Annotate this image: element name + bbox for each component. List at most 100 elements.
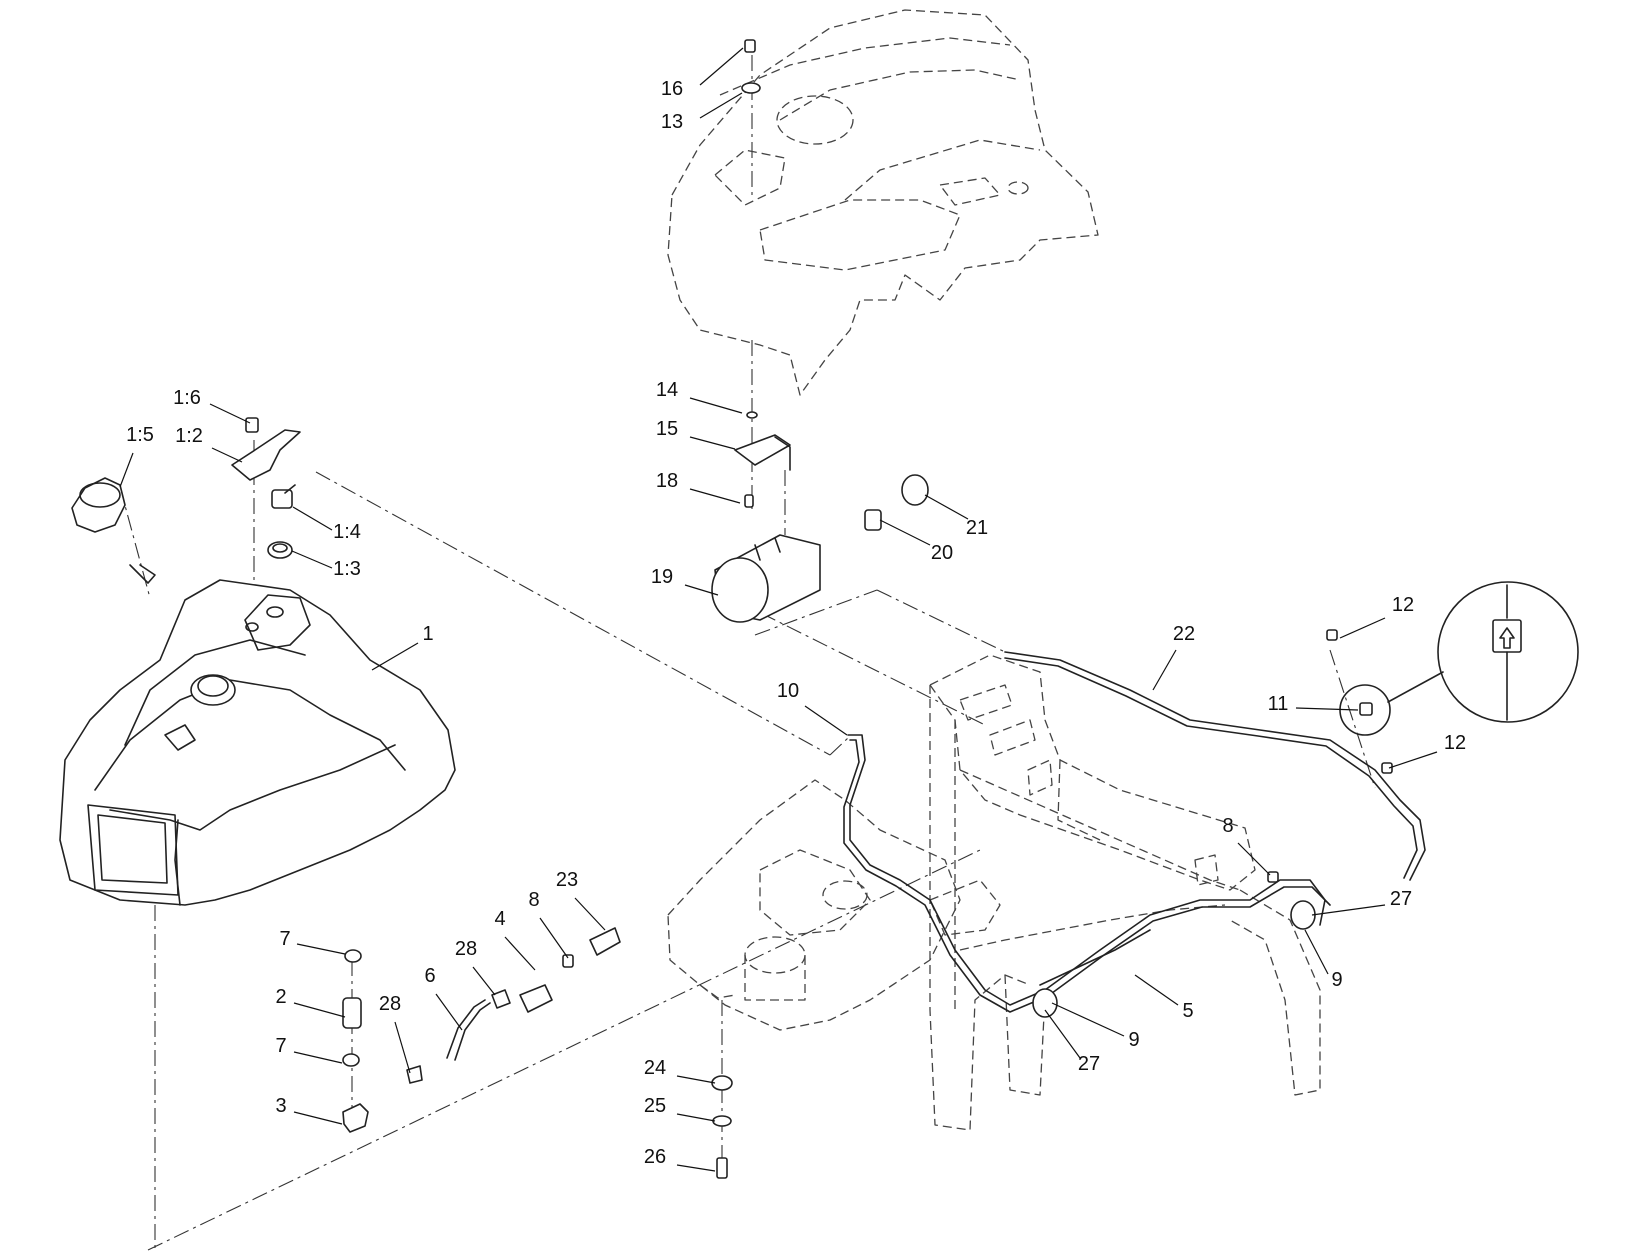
callout-number: 19	[651, 566, 673, 588]
fuel-lines	[843, 651, 1426, 1013]
callout-number: 1:6	[173, 387, 201, 409]
callout-c1_4: 1:4	[292, 506, 361, 543]
leader-line	[689, 397, 743, 414]
leader-line	[1044, 1009, 1081, 1059]
deck-ghost	[667, 779, 1001, 1031]
shutoff-valve-parts	[342, 949, 369, 1133]
callout-number: 12	[1392, 594, 1414, 616]
leader-line	[504, 936, 536, 971]
callout-number: 3	[275, 1095, 286, 1117]
leader-line	[293, 1111, 343, 1125]
leader-line	[676, 1075, 716, 1084]
leader-line	[684, 584, 719, 596]
tank-vent-parts	[231, 417, 301, 559]
callout-c23: 23	[556, 869, 606, 931]
leader-line	[1388, 751, 1438, 769]
leader-line	[879, 519, 931, 546]
callout-number: 27	[1390, 888, 1412, 910]
leader-line	[689, 488, 741, 504]
callout-c1: 1	[371, 623, 434, 671]
leader-line	[293, 1002, 346, 1018]
callout-c20: 20	[879, 519, 953, 564]
leader-line	[435, 993, 463, 1031]
callout-c12b: 12	[1388, 732, 1466, 769]
inline-fuel-components	[406, 927, 621, 1084]
callout-number: 10	[777, 680, 799, 702]
leader-line	[472, 966, 496, 996]
callout-c13: 13	[661, 92, 743, 133]
callout-number: 5	[1182, 1000, 1193, 1022]
callout-number: 16	[661, 78, 683, 100]
tank-mount-hardware	[711, 1075, 733, 1179]
callout-number: 23	[556, 869, 578, 891]
leader-line	[1237, 842, 1271, 876]
callout-number: 1	[422, 623, 433, 645]
leader-line	[676, 1164, 716, 1172]
callout-c10: 10	[777, 680, 848, 736]
callout-number: 6	[424, 965, 435, 987]
callout-number: 25	[644, 1095, 666, 1117]
leader-line	[119, 452, 134, 488]
callout-c12a: 12	[1339, 594, 1414, 639]
callout-c1_5: 1:5	[119, 424, 154, 488]
callout-number: 22	[1173, 623, 1195, 645]
leader-line	[539, 917, 569, 959]
callout-number: 15	[656, 418, 678, 440]
hose-clamps	[1032, 871, 1316, 1018]
leader-line	[293, 1051, 343, 1064]
callout-number: 1:4	[333, 521, 361, 543]
callout-number: 7	[275, 1035, 286, 1057]
callout-number: 4	[494, 908, 505, 930]
callout-number: 28	[379, 993, 401, 1015]
callout-c28b: 28	[379, 993, 411, 1074]
callout-c21: 21	[924, 494, 988, 539]
callout-c4: 4	[494, 908, 536, 971]
callout-c6: 6	[424, 965, 463, 1031]
callout-number: 9	[1331, 969, 1342, 991]
leader-line	[296, 943, 346, 955]
leader-line	[804, 705, 848, 736]
callout-number: 11	[1268, 693, 1289, 715]
callout-c15: 15	[656, 418, 736, 450]
callout-number: 2	[275, 986, 286, 1008]
fuel-tank	[59, 579, 456, 906]
callout-c1_3: 1:3	[291, 550, 361, 580]
leader-line	[699, 47, 744, 86]
console-mount-hardware	[734, 39, 791, 508]
callout-c9b: 9	[1051, 1002, 1140, 1051]
leader-line	[1051, 1002, 1125, 1037]
leader-line	[292, 506, 333, 531]
callout-c19: 19	[651, 566, 719, 596]
callout-number: 8	[528, 889, 539, 911]
leader-line	[924, 494, 969, 520]
callout-number: 20	[931, 542, 953, 564]
console-body-ghost	[667, 9, 1099, 396]
leader-line	[676, 1113, 716, 1122]
callout-number: 1:3	[333, 558, 361, 580]
leader-line	[1134, 974, 1179, 1006]
leader-line	[689, 436, 736, 450]
callout-c7a: 7	[279, 928, 346, 955]
leader-line	[1152, 649, 1177, 691]
callout-number: 14	[656, 379, 678, 401]
leader-line	[371, 642, 419, 671]
check-valve-detail	[1326, 581, 1579, 774]
callout-number: 21	[966, 517, 988, 539]
leader-line	[209, 403, 251, 424]
leader-line	[699, 92, 743, 119]
leader-line	[291, 550, 333, 569]
callout-c3: 3	[275, 1095, 343, 1125]
callout-number: 13	[661, 111, 683, 133]
leader-line	[574, 897, 606, 931]
callout-c22: 22	[1152, 623, 1195, 691]
fuel-cap	[71, 477, 156, 584]
callout-c1_2: 1:2	[175, 425, 243, 463]
callout-number: 26	[644, 1146, 666, 1168]
callout-c8a: 8	[1222, 815, 1271, 876]
callout-c24: 24	[644, 1057, 716, 1084]
callout-c27a: 27	[1311, 888, 1412, 916]
callout-number: 1:2	[175, 425, 203, 447]
charcoal-canister	[711, 474, 929, 623]
leader-line	[394, 1021, 411, 1074]
